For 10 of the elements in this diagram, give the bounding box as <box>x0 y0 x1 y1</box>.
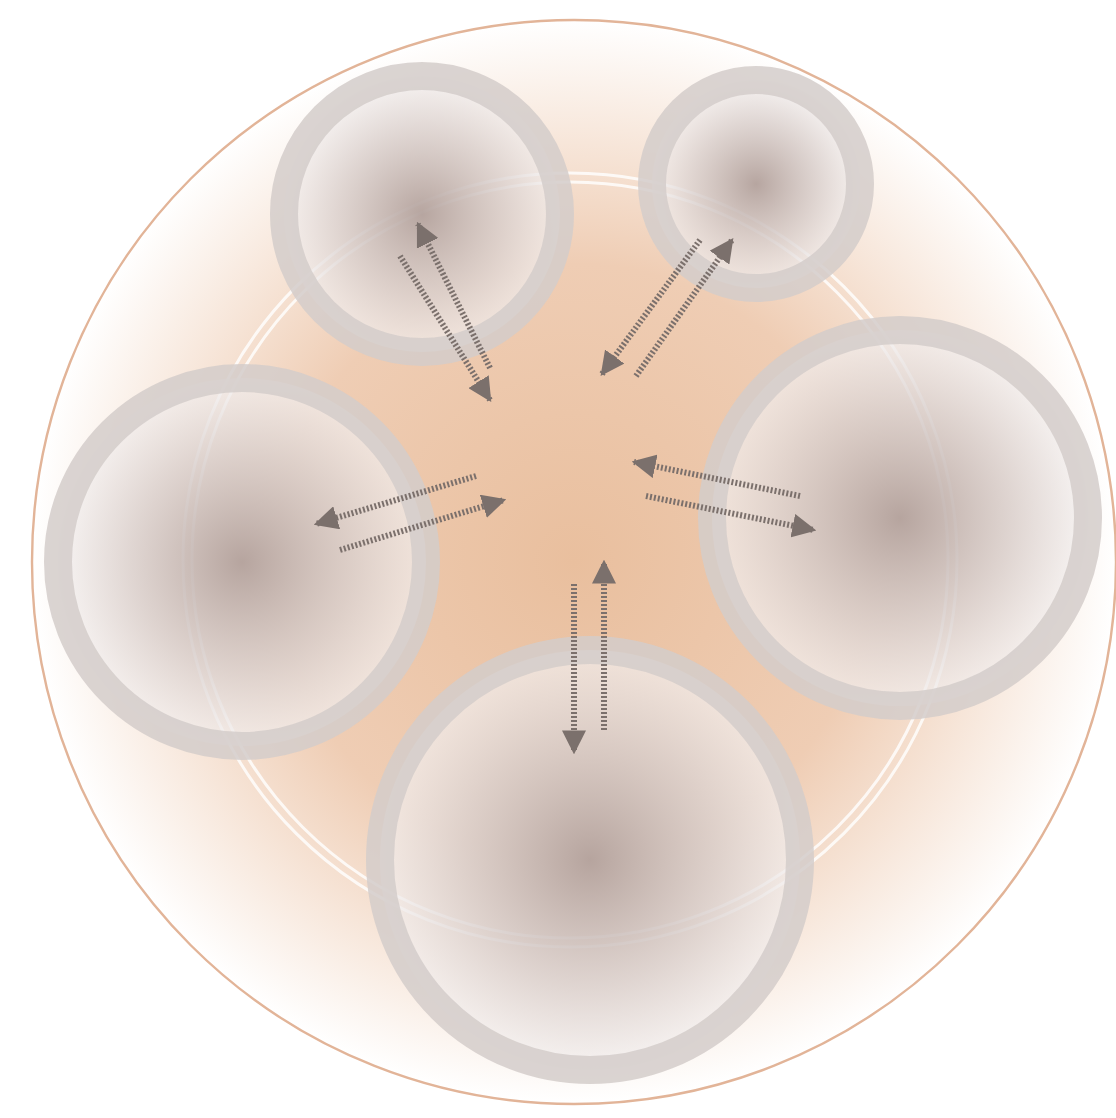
arrow <box>339 494 507 553</box>
arrow <box>415 221 493 370</box>
arrow <box>631 454 801 499</box>
arrow <box>645 493 817 538</box>
arrow <box>633 238 735 378</box>
arrow <box>397 254 493 403</box>
arrow <box>599 238 703 376</box>
arrow <box>313 473 477 530</box>
arrow <box>592 559 616 730</box>
arrow <box>562 584 586 755</box>
